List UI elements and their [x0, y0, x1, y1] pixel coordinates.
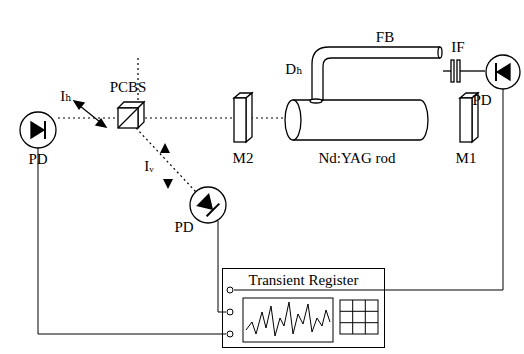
beam-splitter-cube — [118, 102, 144, 128]
mirror — [234, 93, 252, 142]
signal-name: Iᵥ — [144, 159, 153, 174]
dimension-label: Dₕ — [285, 62, 302, 77]
part-name: PD — [472, 93, 491, 108]
photodiode-symbol — [486, 55, 520, 89]
part-name: FB — [376, 30, 394, 45]
part-name: IF — [451, 40, 464, 55]
signal-name: Iₕ — [60, 89, 71, 104]
part-name: PCBS — [110, 80, 147, 95]
polarization-arrows — [160, 143, 173, 189]
signal-wire — [38, 89, 503, 334]
register-box: Transient Register — [222, 268, 385, 348]
part-name: PD — [28, 152, 47, 167]
polarization-arrows — [74, 101, 106, 127]
part-name: M1 — [456, 151, 477, 166]
laser-rod — [285, 100, 428, 140]
part-name: PD — [174, 220, 193, 235]
part-name: Nd:YAG rod — [318, 151, 395, 166]
fiber-bundle — [310, 47, 442, 103]
box-title: Transient Register — [223, 269, 384, 289]
part-name: M2 — [233, 151, 254, 166]
register-display — [227, 287, 378, 342]
photodiode-symbol — [20, 112, 56, 148]
interference-filter — [443, 60, 485, 82]
beam-path — [58, 58, 330, 192]
